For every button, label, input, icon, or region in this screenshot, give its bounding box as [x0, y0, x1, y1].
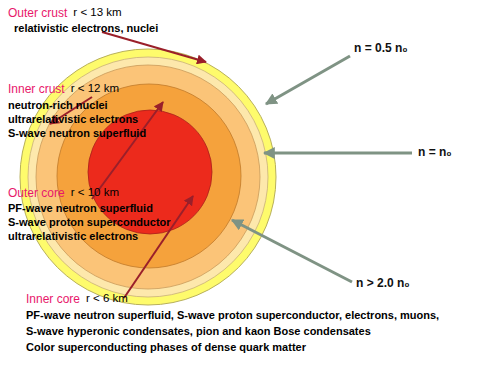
- composition-text: ultrarelativistic electrons: [8, 113, 138, 126]
- composition-text: PF-wave neutron superfluid: [8, 202, 153, 215]
- outer-core-outer-layer: [36, 65, 260, 289]
- composition-text: Color superconducting phases of dense qu…: [26, 341, 306, 354]
- radius-label: r < 6 km: [86, 292, 128, 306]
- region-name: Inner crust: [8, 82, 65, 96]
- composition-text: S-wave hyperonic condensates, pion and k…: [26, 325, 371, 338]
- radius-label: r < 10 km: [71, 186, 119, 200]
- composition-text: S-wave neutron superfluid: [8, 127, 146, 140]
- composition-text: neutron-rich nuclei: [8, 99, 108, 112]
- density-label: n = n₀: [418, 145, 452, 159]
- region-name: Outer crust: [8, 6, 67, 20]
- density-label: n = 0.5 n₀: [354, 41, 408, 55]
- density-arrow: [264, 152, 412, 155]
- leader-arrow: [102, 32, 206, 62]
- radius-label: r < 13 km: [73, 6, 121, 20]
- density-label: n > 2.0 n₀: [356, 276, 410, 290]
- composition-text: PF-wave neutron superfluid, S-wave proto…: [26, 309, 439, 322]
- composition-text: ultrarelativistic electrons: [8, 230, 138, 243]
- region-name: Outer core: [8, 186, 65, 200]
- density-arrow: [266, 56, 350, 104]
- composition-text: relativistic electrons, nuclei: [14, 22, 158, 35]
- composition-text: S-wave proton superconductor: [8, 216, 171, 229]
- radius-label: r < 12 km: [71, 82, 119, 96]
- region-name: Inner core: [26, 292, 80, 306]
- density-arrow: [232, 220, 352, 282]
